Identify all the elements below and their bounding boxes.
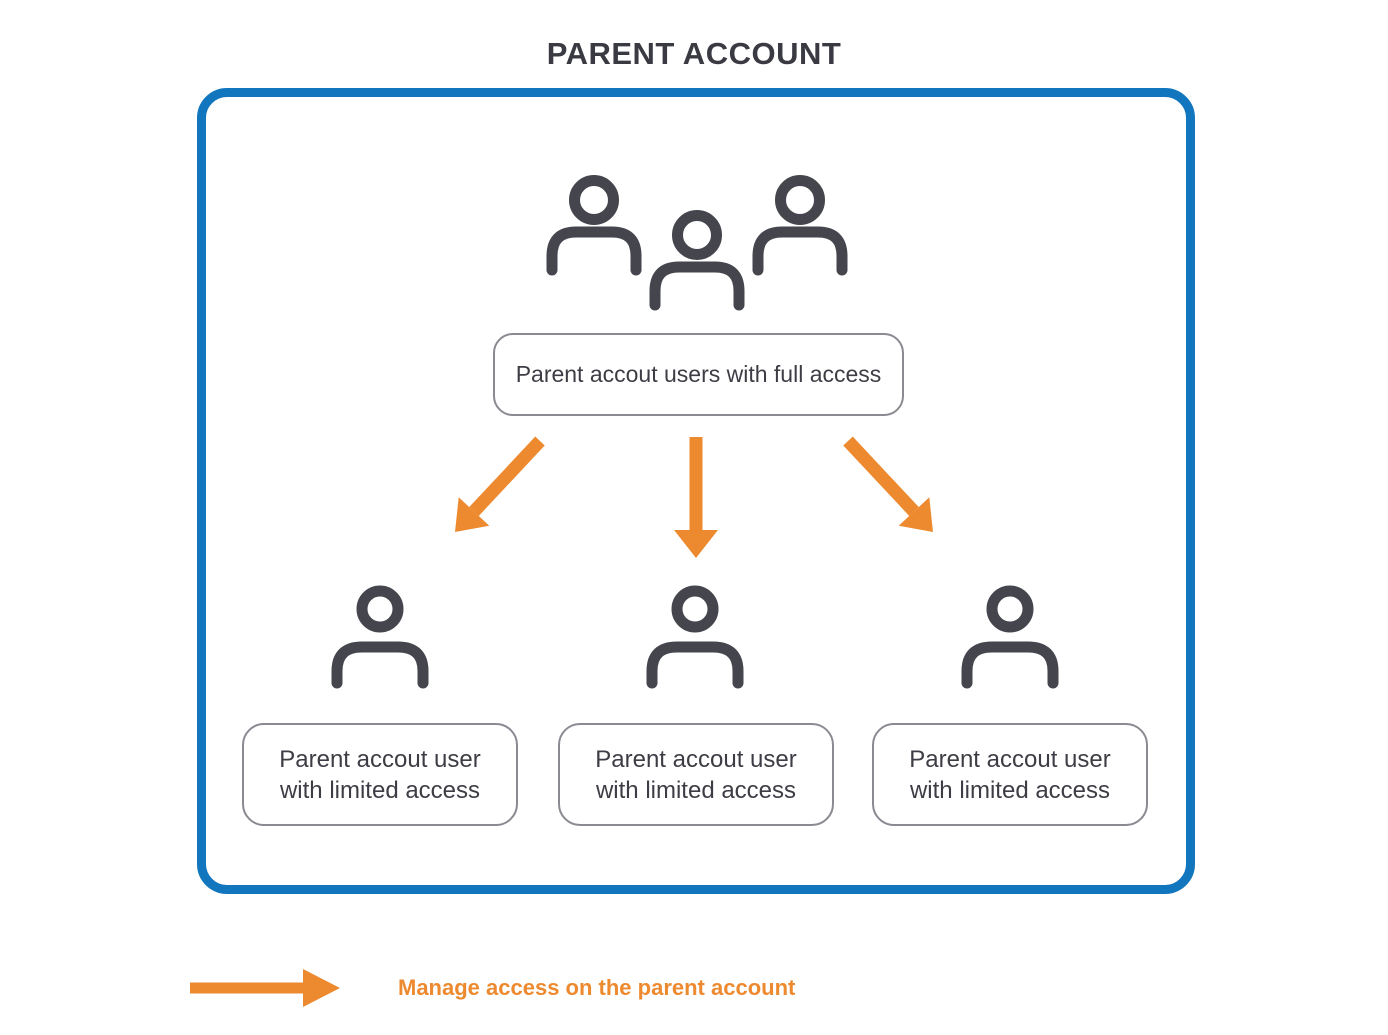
- user-icon: [649, 210, 745, 311]
- user-icon: [645, 584, 745, 689]
- limited-access-label-line1: Parent accout user: [909, 745, 1111, 773]
- limited-access-label-line2: with limited access: [279, 776, 481, 804]
- down-right-arrow-icon: [843, 436, 933, 532]
- limited-access-label-line2: with limited access: [595, 776, 797, 804]
- down-arrow-icon: [674, 437, 718, 558]
- limited-access-label-line1: Parent accout user: [595, 745, 797, 773]
- limited-access-label-line1: Parent accout user: [279, 745, 481, 773]
- down-left-arrow-icon: [455, 436, 545, 532]
- limited-access-label-line2: with limited access: [909, 776, 1111, 804]
- manage-access-arrows: [455, 436, 933, 558]
- users-group-icon: [546, 175, 848, 311]
- full-access-node: Parent accout users with full access: [493, 333, 904, 416]
- full-access-label: Parent accout users with full access: [515, 361, 882, 387]
- page-title: PARENT ACCOUNT: [546, 36, 842, 71]
- user-icon: [752, 175, 848, 276]
- limited-access-node: Parent accout user with limited access: [558, 723, 834, 826]
- legend-label: Manage access on the parent account: [398, 975, 796, 1000]
- right-arrow-icon: [190, 969, 340, 1007]
- user-icon: [960, 584, 1060, 689]
- limited-access-node: Parent accout user with limited access: [872, 723, 1148, 826]
- limited-access-node: Parent accout user with limited access: [242, 723, 518, 826]
- user-icon: [330, 584, 430, 689]
- user-icon: [546, 175, 642, 276]
